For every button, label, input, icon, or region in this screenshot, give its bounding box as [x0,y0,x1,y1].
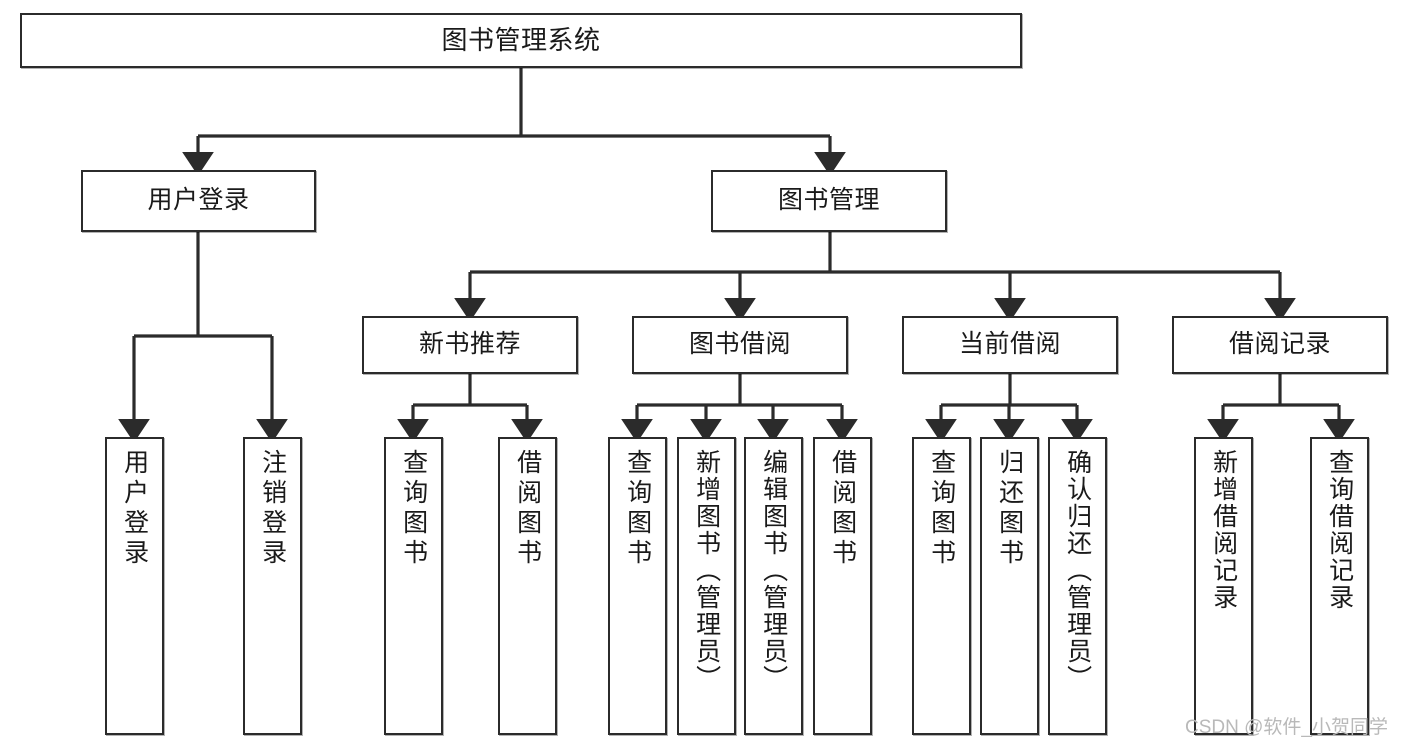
node-label: 确认归还（管理员） [1063,449,1092,692]
node-leaf-borrow-book-1[interactable]: 借阅图书 [498,437,557,735]
node-new-book-recommend[interactable]: 新书推荐 [362,316,578,374]
node-label: 借阅记录 [1228,330,1331,359]
node-leaf-query-record[interactable]: 查询借阅记录 [1310,437,1369,735]
node-label: 查询图书 [399,449,428,569]
node-leaf-user-login[interactable]: 用户登录 [105,437,164,735]
node-leaf-borrow-book-2[interactable]: 借阅图书 [813,437,872,735]
node-leaf-add-book[interactable]: 新增图书（管理员） [677,437,736,735]
node-book-management[interactable]: 图书管理 [711,170,947,232]
node-label: 图书借阅 [688,330,791,359]
node-label: 图书管理 [777,186,880,215]
node-user-login[interactable]: 用户登录 [81,170,316,232]
node-label: 查询借阅记录 [1325,449,1354,611]
node-leaf-edit-book[interactable]: 编辑图书（管理员） [744,437,803,735]
node-leaf-confirm-return[interactable]: 确认归还（管理员） [1048,437,1107,735]
node-book-borrow[interactable]: 图书借阅 [632,316,848,374]
node-label: 查询图书 [927,449,956,569]
node-label: 图书管理系统 [441,25,601,56]
node-label: 用户登录 [147,186,250,215]
node-label: 用户登录 [120,449,149,569]
node-leaf-user-logout[interactable]: 注销登录 [243,437,302,735]
node-label: 查询图书 [623,449,652,569]
node-leaf-query-book-2[interactable]: 查询图书 [608,437,667,735]
node-leaf-add-record[interactable]: 新增借阅记录 [1194,437,1253,735]
node-current-borrow[interactable]: 当前借阅 [902,316,1118,374]
node-leaf-return-book[interactable]: 归还图书 [980,437,1039,735]
csdn-watermark: CSDN @软件_小贺同学 [1185,717,1388,738]
node-label: 借阅图书 [513,449,542,569]
node-leaf-query-book-1[interactable]: 查询图书 [384,437,443,735]
node-label: 新增图书（管理员） [692,449,721,692]
node-label: 新增借阅记录 [1209,449,1238,611]
node-label: 归还图书 [995,449,1024,569]
node-root-book-management-system[interactable]: 图书管理系统 [20,13,1022,68]
node-label: 借阅图书 [828,449,857,569]
node-label: 新书推荐 [418,330,521,359]
node-label: 注销登录 [258,449,287,569]
node-label: 编辑图书（管理员） [759,449,788,692]
node-borrow-record[interactable]: 借阅记录 [1172,316,1388,374]
node-leaf-query-book-3[interactable]: 查询图书 [912,437,971,735]
node-label: 当前借阅 [958,330,1061,359]
